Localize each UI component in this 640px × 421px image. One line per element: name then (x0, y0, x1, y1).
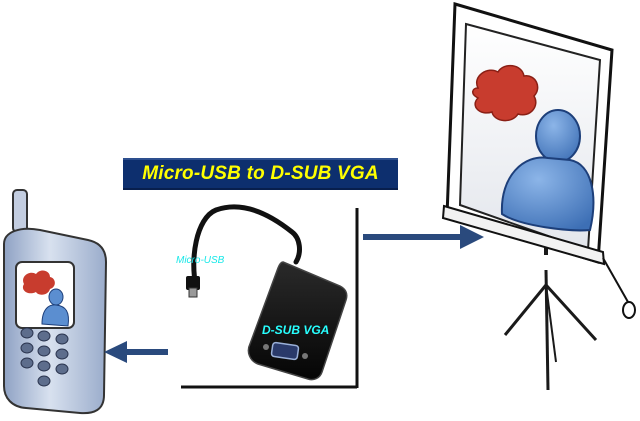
dsub-vga-label: D-SUB VGA (262, 323, 330, 337)
adapter-cable-icon (186, 204, 348, 381)
arrow-right-icon (363, 225, 484, 249)
person-icon (500, 109, 595, 232)
diagram-title-banner: Micro-USB to D-SUB VGA (123, 158, 398, 190)
adapter-frame (181, 208, 359, 389)
micro-usb-label: Micro-USB (176, 255, 225, 266)
cloud-icon (472, 64, 539, 122)
arrow-left-icon (104, 341, 168, 363)
diagram-title: Micro-USB to D-SUB VGA (142, 163, 379, 184)
phone-icon (3, 189, 108, 415)
